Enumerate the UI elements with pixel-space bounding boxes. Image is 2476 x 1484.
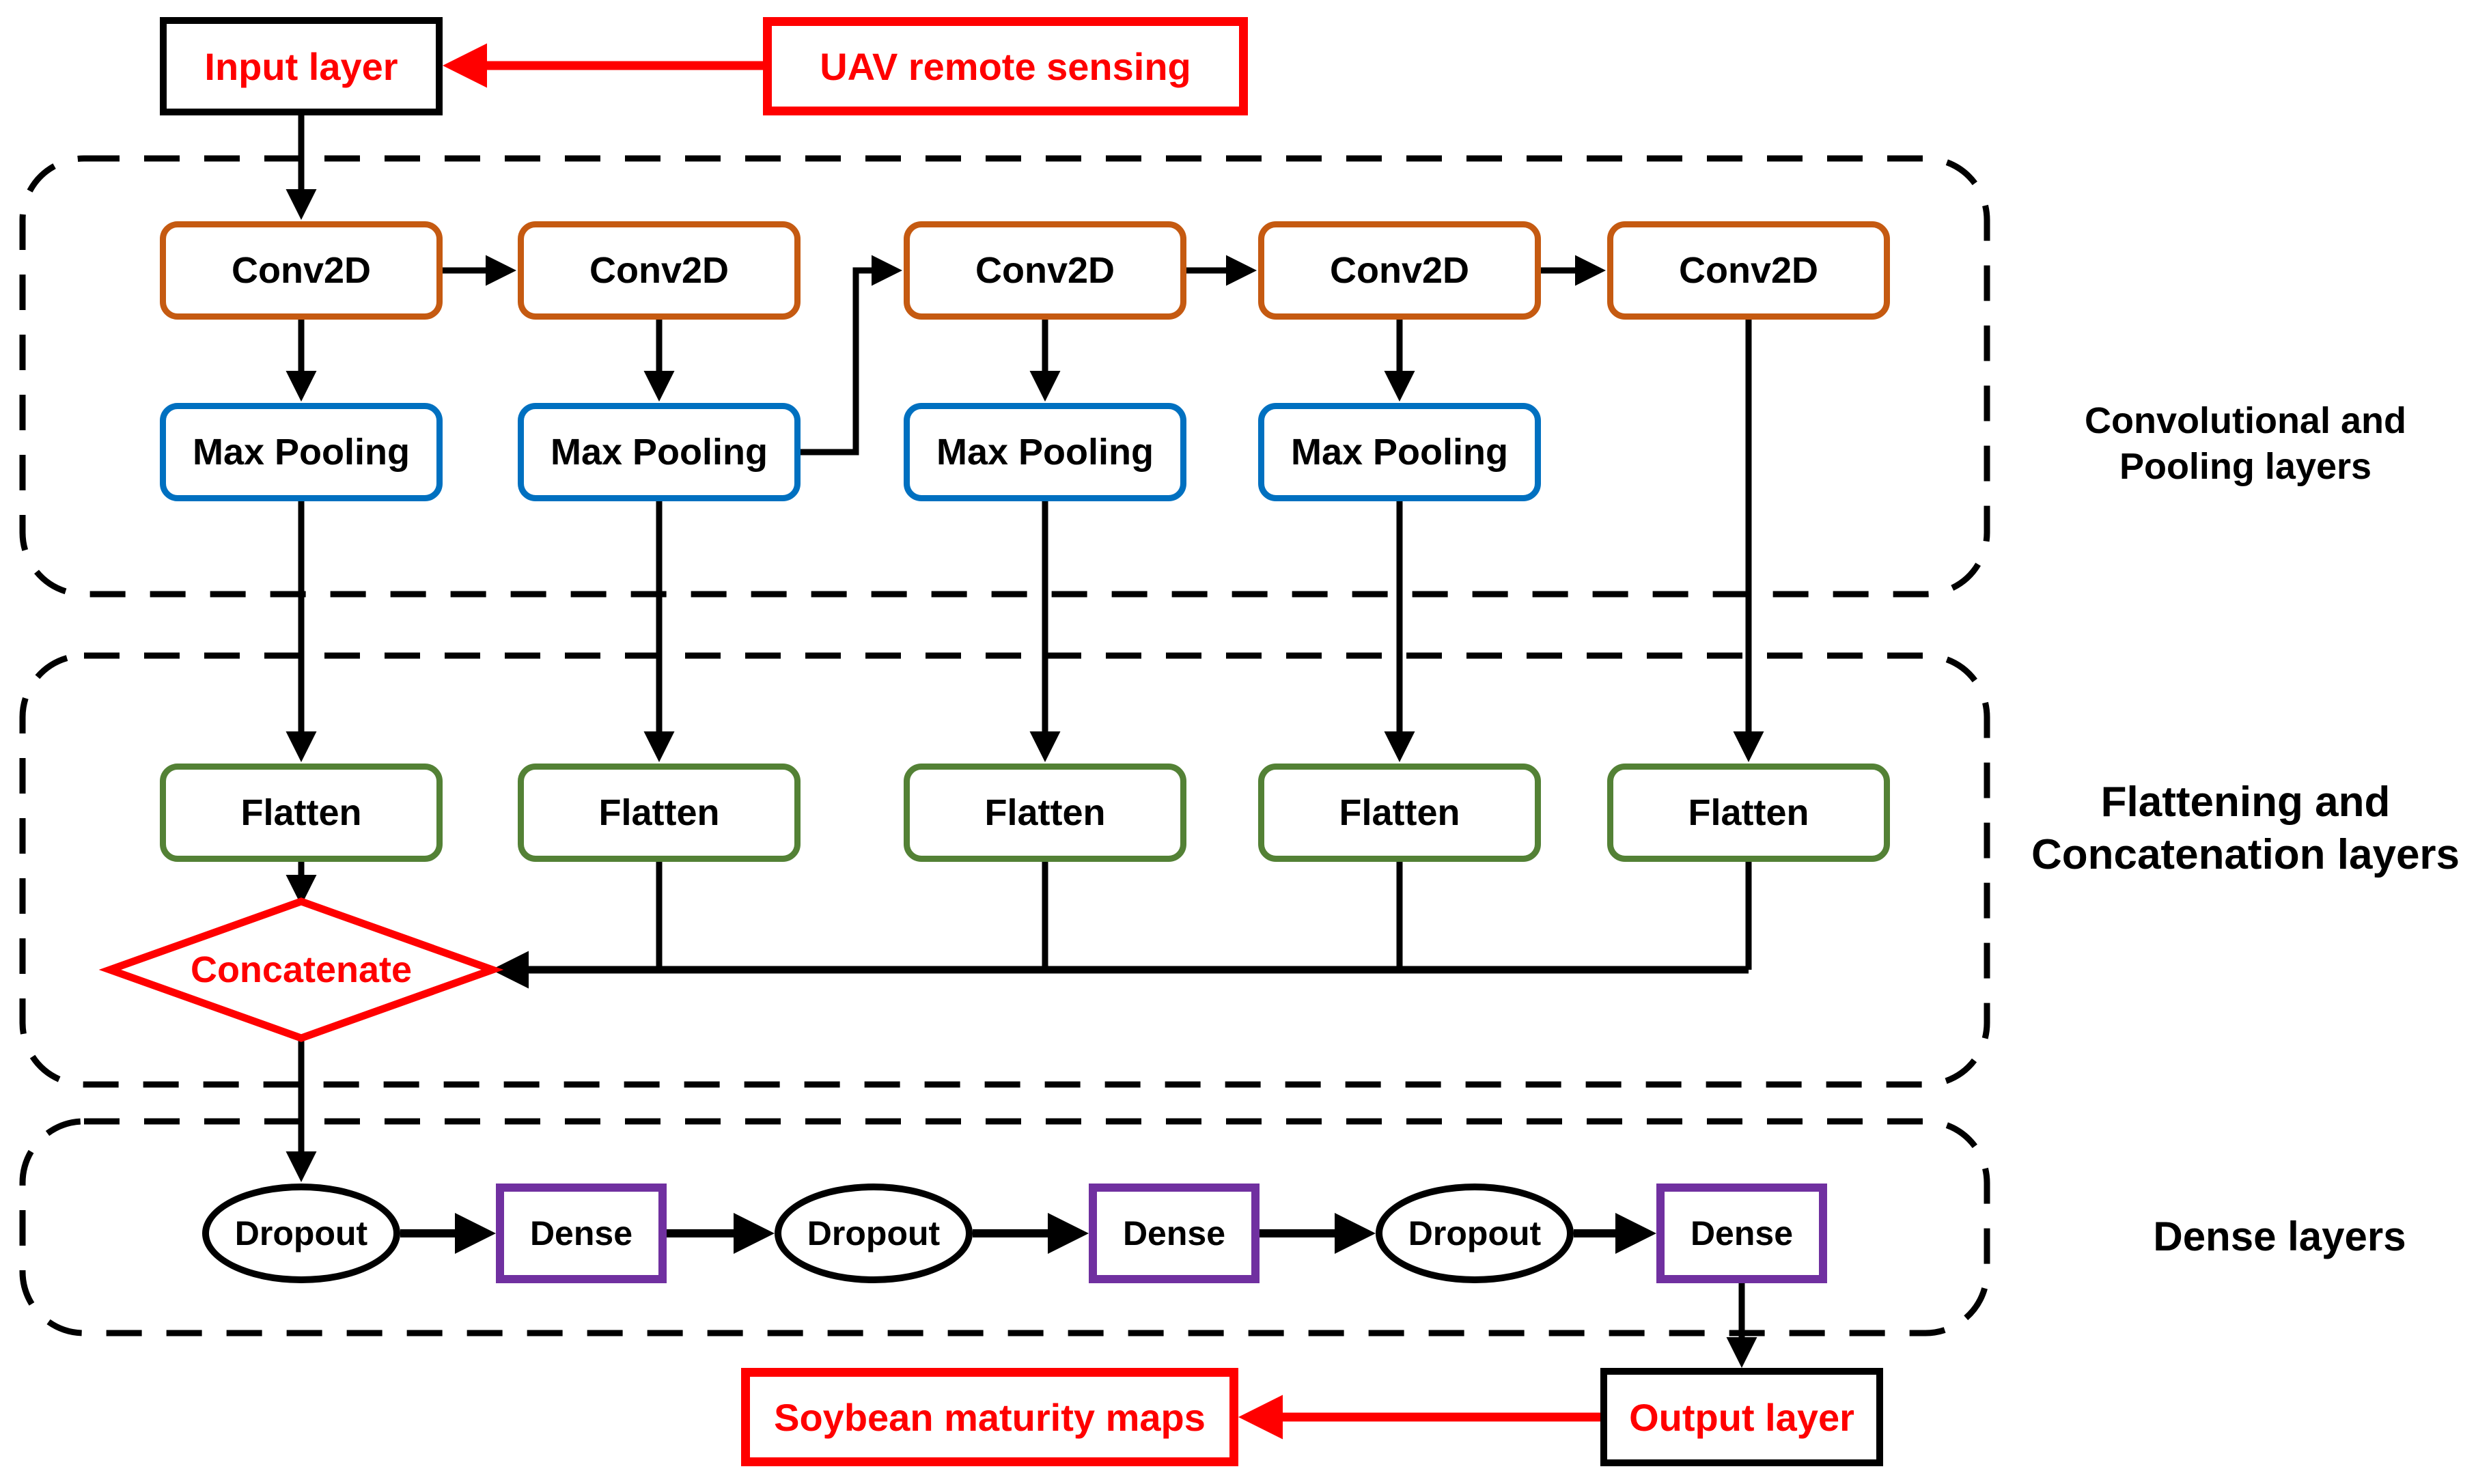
group-label-conv-pooling-line2: Pooling layers bbox=[2119, 446, 2372, 487]
flatten-label-3: Flatten bbox=[984, 792, 1106, 833]
conv2d-box-5: Conv2D bbox=[1607, 221, 1890, 320]
concatenate-label: Concatenate bbox=[190, 949, 413, 990]
flatten-label-4: Flatten bbox=[1339, 792, 1460, 833]
conv2d-label-1: Conv2D bbox=[231, 250, 372, 291]
max-pooling-box-2: Max Pooling bbox=[518, 403, 801, 501]
max-pooling-box-1: Max Pooling bbox=[160, 403, 443, 501]
dropout-node-2: Dropout bbox=[775, 1184, 973, 1283]
dense-box-1: Dense bbox=[496, 1184, 667, 1283]
flatten-box-3: Flatten bbox=[904, 764, 1186, 862]
dense-box-2: Dense bbox=[1089, 1184, 1260, 1283]
group-label-flattening-line1: Flattening and bbox=[2100, 778, 2391, 826]
dense-box-3: Dense bbox=[1656, 1184, 1827, 1283]
max-pooling-box-3: Max Pooling bbox=[904, 403, 1186, 501]
output-layer-box: Output layer bbox=[1600, 1368, 1883, 1466]
soybean-maturity-maps-label: Soybean maturity maps bbox=[774, 1395, 1206, 1439]
flatten-label-5: Flatten bbox=[1688, 792, 1809, 833]
output-layer-label: Output layer bbox=[1629, 1395, 1854, 1439]
conv2d-box-2: Conv2D bbox=[518, 221, 801, 320]
conv2d-box-3: Conv2D bbox=[904, 221, 1186, 320]
max-pooling-label-3: Max Pooling bbox=[936, 432, 1154, 473]
flatten-label-2: Flatten bbox=[598, 792, 720, 833]
flatten-box-5: Flatten bbox=[1607, 764, 1890, 862]
max-pooling-label-2: Max Pooling bbox=[550, 432, 768, 473]
max-pooling-label-1: Max Pooling bbox=[192, 432, 410, 473]
dropout-node-1: Dropout bbox=[202, 1184, 400, 1283]
group-label-conv-pooling-line1: Convolutional and bbox=[2085, 400, 2406, 441]
dense-label-3: Dense bbox=[1690, 1214, 1794, 1252]
conv2d-box-1: Conv2D bbox=[160, 221, 443, 320]
conv2d-label-3: Conv2D bbox=[975, 250, 1115, 291]
flatten-label-1: Flatten bbox=[240, 792, 362, 833]
uav-remote-sensing-box: UAV remote sensing bbox=[763, 17, 1248, 115]
conv2d-box-4: Conv2D bbox=[1258, 221, 1541, 320]
max-pooling-label-4: Max Pooling bbox=[1290, 432, 1508, 473]
flatten-box-2: Flatten bbox=[518, 764, 801, 862]
input-layer-label: Input layer bbox=[204, 44, 398, 88]
dropout-label-3: Dropout bbox=[1408, 1214, 1542, 1252]
soybean-maturity-maps-box: Soybean maturity maps bbox=[741, 1368, 1238, 1466]
conv2d-label-5: Conv2D bbox=[1678, 250, 1819, 291]
group-dense-outline bbox=[19, 1118, 1990, 1336]
dropout-label-1: Dropout bbox=[234, 1214, 368, 1252]
input-layer-box: Input layer bbox=[160, 17, 443, 115]
dropout-label-2: Dropout bbox=[807, 1214, 941, 1252]
conv2d-label-4: Conv2D bbox=[1329, 250, 1470, 291]
arrow-maxpool2-to-conv3 bbox=[801, 255, 902, 456]
concatenate-diamond bbox=[98, 897, 504, 1042]
group-label-dense-line1: Dense layers bbox=[2153, 1213, 2406, 1259]
group-label-conv-pooling: Convolutional and Pooling layers bbox=[2015, 393, 2476, 495]
dense-label-2: Dense bbox=[1122, 1214, 1226, 1252]
group-label-flattening-line2: Concatenation layers bbox=[2031, 831, 2460, 878]
uav-remote-sensing-label: UAV remote sensing bbox=[820, 44, 1191, 88]
dropout-node-3: Dropout bbox=[1376, 1184, 1574, 1283]
flatten-box-4: Flatten bbox=[1258, 764, 1541, 862]
group-label-flattening-concatenation: Flattening and Concatenation layers bbox=[2015, 770, 2476, 886]
group-conv-pooling-outline bbox=[19, 155, 1990, 598]
group-flattening-concatenation-outline bbox=[19, 652, 1990, 1088]
flatten-box-1: Flatten bbox=[160, 764, 443, 862]
group-label-dense: Dense layers bbox=[2083, 1209, 2476, 1263]
dense-label-1: Dense bbox=[529, 1214, 633, 1252]
conv2d-label-2: Conv2D bbox=[589, 250, 729, 291]
max-pooling-box-4: Max Pooling bbox=[1258, 403, 1541, 501]
